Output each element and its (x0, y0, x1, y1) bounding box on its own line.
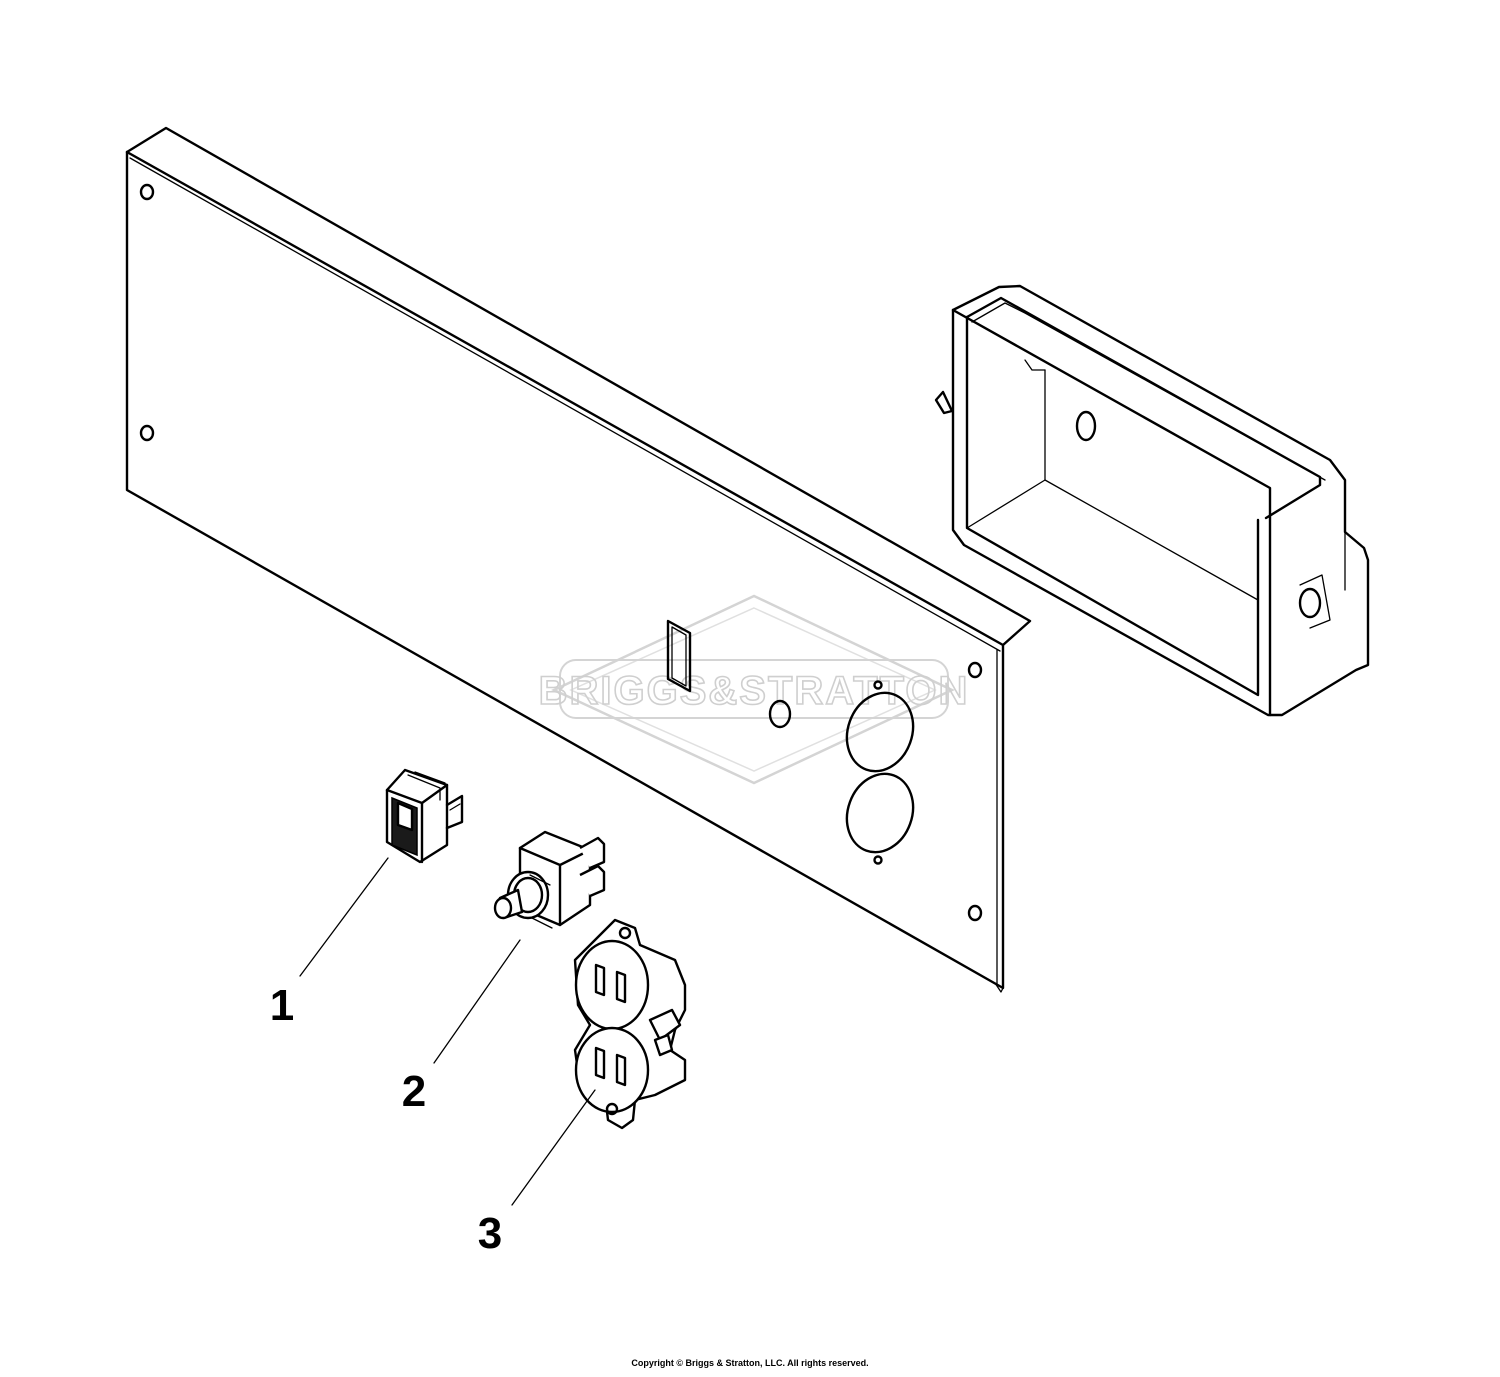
switch-cutout (666, 619, 692, 693)
copyright-notice: Copyright © Briggs & Stratton, LLC. All … (631, 1358, 869, 1368)
leader-line-1 (299, 857, 389, 977)
box-tab-hole (1298, 587, 1322, 619)
mounting-hole (139, 424, 155, 442)
breaker-hole (768, 699, 792, 729)
receptacle-cutout-lower (845, 772, 915, 854)
watermark-logo: BRIGGS&STRATTON (538, 594, 970, 785)
circuit-breaker (493, 830, 606, 929)
control-panel (125, 126, 1032, 993)
mounting-hole (139, 183, 155, 201)
leader-line-2 (433, 939, 521, 1064)
receptacle-cutout-upper (845, 691, 915, 773)
mounting-hole (967, 904, 983, 922)
mounting-hole (967, 661, 983, 679)
callout-number-1: 1 (270, 981, 294, 1030)
box-hole (1075, 410, 1097, 442)
callout-number-2: 2 (402, 1067, 426, 1116)
callout-number-3: 3 (478, 1209, 502, 1258)
rocker-switch (385, 768, 464, 864)
watermark-text: BRIGGS&STRATTON (539, 669, 970, 713)
leader-line-3 (511, 1089, 596, 1206)
duplex-receptacle (573, 918, 687, 1130)
enclosure-box (934, 284, 1370, 717)
